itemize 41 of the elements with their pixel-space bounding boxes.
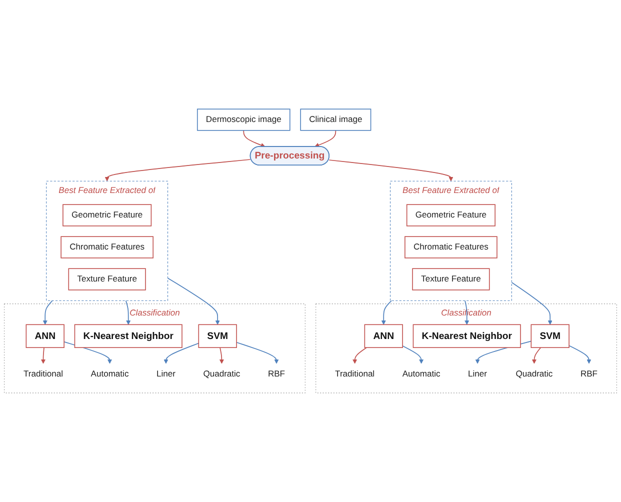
arrow <box>381 300 392 325</box>
arrow <box>314 130 336 148</box>
node-text: Liner <box>468 369 488 379</box>
node-box: SVM <box>530 324 570 348</box>
node-text: Quadratic <box>516 369 553 379</box>
arrow <box>40 347 46 364</box>
node-text: Automatic <box>402 369 440 379</box>
arrow <box>568 345 592 364</box>
node-box: Texture Feature <box>68 268 146 290</box>
node-box: ANN <box>26 324 64 348</box>
node-box: Chromatic Features <box>404 236 498 258</box>
node-text: RBF <box>580 369 598 379</box>
node-text: RBF <box>268 369 286 379</box>
node-box: Geometric Feature <box>62 204 152 226</box>
node-box: K-Nearest Neighbor <box>412 324 521 348</box>
node-box: Chromatic Features <box>60 236 154 258</box>
node-text: Liner <box>156 369 176 379</box>
node-box: Clinical image <box>300 108 372 131</box>
arrow <box>167 278 220 325</box>
node-box: ANN <box>364 324 403 348</box>
arrow <box>236 342 279 364</box>
node-box: SVM <box>198 324 237 348</box>
arrow <box>328 160 454 182</box>
node-box: Dermoscopic image <box>196 108 290 131</box>
arrow <box>243 130 266 148</box>
arrow <box>352 347 368 364</box>
arrow <box>42 300 53 325</box>
arrow <box>219 347 224 364</box>
arrow <box>402 345 424 364</box>
node-text: Traditional <box>335 369 375 379</box>
node-text: Traditional <box>23 369 64 379</box>
node-box: K-Nearest Neighbor <box>74 324 182 348</box>
arrow <box>511 282 552 325</box>
node-box: Geometric Feature <box>406 204 496 226</box>
arrow <box>532 347 542 364</box>
node-text: Automatic <box>90 369 129 379</box>
node-box: Texture Feature <box>412 268 490 290</box>
arrow <box>125 300 131 325</box>
arrow <box>104 159 251 182</box>
node-text: Quadratic <box>203 369 240 379</box>
arrow <box>164 342 200 364</box>
